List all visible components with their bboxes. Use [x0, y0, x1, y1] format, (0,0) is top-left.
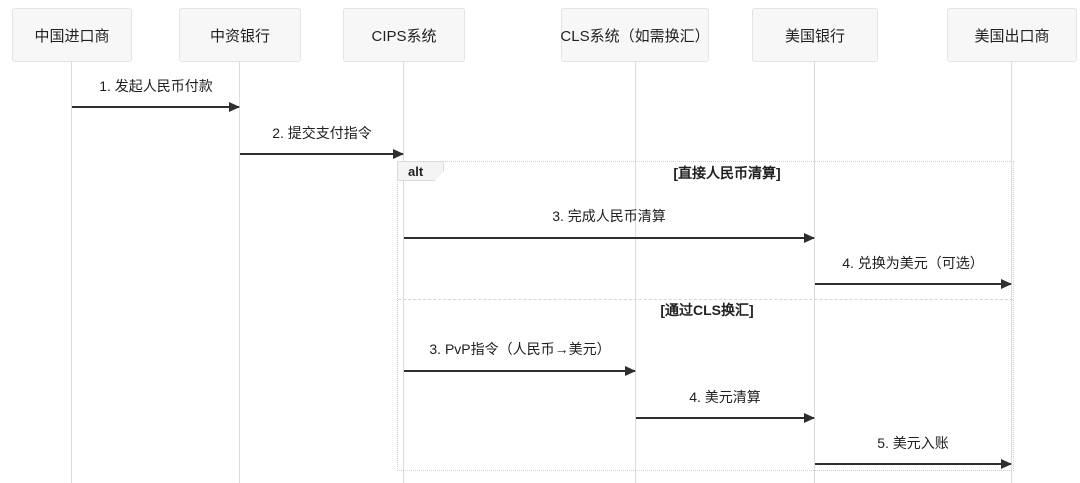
message-label-7: 5. 美元入账 — [877, 435, 949, 451]
message-label-2: 2. 提交支付指令 — [272, 125, 372, 141]
actor-chinese-bank: 中资银行 — [179, 8, 301, 62]
arrowhead-icon — [1001, 459, 1012, 469]
message-label-3: 3. 完成人民币清算 — [552, 208, 666, 224]
arrowhead-icon — [804, 413, 815, 423]
actor-us-exporter: 美国出口商 — [947, 8, 1077, 62]
message-label-5: 3. PvP指令（人民币→美元） — [429, 341, 611, 357]
lifeline-cls-system — [635, 62, 636, 483]
lifeline-us-bank — [814, 62, 815, 483]
alt-condition-1: [直接人民币清算] — [673, 165, 781, 181]
message-arrow-4 — [815, 279, 1012, 289]
message-arrow-7 — [815, 459, 1012, 469]
actor-cips-system: CIPS系统 — [343, 8, 465, 62]
actor-us-bank: 美国银行 — [752, 8, 878, 62]
lifeline-chinese-bank — [239, 62, 240, 483]
message-label-1: 1. 发起人民币付款 — [99, 78, 213, 94]
lifeline-china-importer — [71, 62, 72, 483]
message-arrow-6 — [636, 413, 815, 423]
arrowhead-icon — [229, 102, 240, 112]
arrowhead-icon — [804, 233, 815, 243]
alt-condition-2: [通过CLS换汇] — [660, 302, 754, 318]
actor-cls-system: CLS系统（如需换汇） — [560, 8, 710, 62]
message-label-4: 4. 兑换为美元（可选） — [842, 255, 984, 271]
message-label-6: 4. 美元清算 — [689, 389, 761, 405]
lifeline-us-exporter — [1011, 62, 1012, 483]
actor-china-importer: 中国进口商 — [12, 8, 132, 62]
arrowhead-icon — [625, 366, 636, 376]
arrowhead-icon — [393, 149, 404, 159]
alt-operator-label: alt — [397, 161, 444, 181]
arrowhead-icon — [1001, 279, 1012, 289]
lifeline-cips-system — [403, 62, 404, 483]
message-arrow-1 — [72, 102, 240, 112]
message-arrow-5 — [404, 366, 636, 376]
message-arrow-2 — [240, 149, 404, 159]
alt-divider — [398, 299, 1013, 300]
alt-fragment — [397, 161, 1014, 471]
message-arrow-3 — [404, 233, 815, 243]
